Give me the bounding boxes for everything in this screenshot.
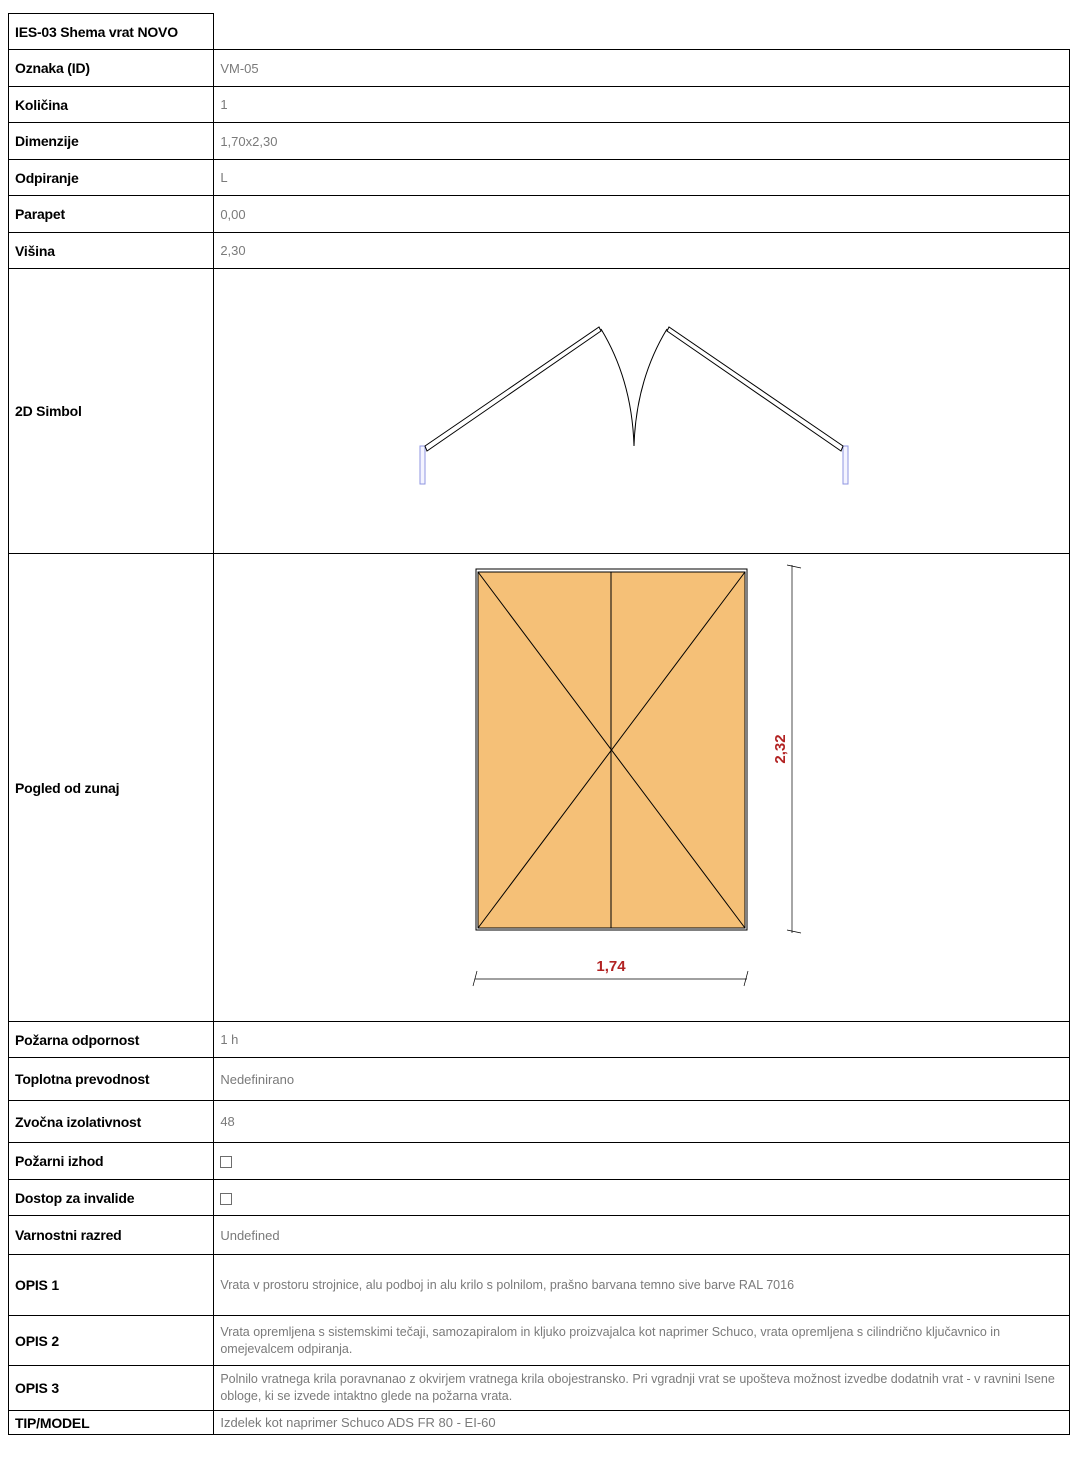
value-varnostni: Undefined — [213, 1215, 1070, 1255]
value-opis1: Vrata v prostoru strojnice, alu podboj i… — [213, 1254, 1070, 1316]
label-opis2: OPIS 2 — [7, 1315, 215, 1366]
right-swing-arc — [633, 328, 668, 446]
label-zvocna: Zvočna izolativnost — [7, 1100, 215, 1143]
value-parapet: 0,00 — [213, 195, 1070, 233]
width-tick-left — [472, 970, 478, 986]
label-odpiranje: Odpiranje — [7, 159, 215, 196]
label-dimenzije: Dimenzije — [7, 122, 215, 160]
sheet-title: IES-03 Shema vrat NOVO — [7, 13, 215, 50]
row-pozarna-odpornost: Požarna odpornost 1 h — [7, 1021, 1070, 1058]
right-door-leaf — [666, 325, 844, 452]
title-empty-cell — [213, 13, 1070, 50]
row-visina: Višina 2,30 — [7, 232, 1070, 269]
elevation-cell: 2,32 1,74 — [213, 553, 1070, 1022]
label-varnostni: Varnostni razred — [7, 1215, 215, 1255]
value-oznaka: VM-05 — [213, 49, 1070, 87]
row-opis2: OPIS 2 Vrata opremljena s sistemskimi te… — [7, 1315, 1070, 1366]
left-door-leaf — [424, 325, 602, 452]
plan-symbol-cell — [213, 268, 1070, 554]
value-invalidi — [213, 1179, 1070, 1216]
value-opis2: Vrata opremljena s sistemskimi tečaji, s… — [213, 1315, 1070, 1366]
door-elevation: 2,32 1,74 — [472, 564, 802, 986]
left-swing-arc — [600, 328, 635, 446]
invalidi-checkbox[interactable] — [220, 1192, 233, 1205]
value-odpiranje: L — [213, 159, 1070, 196]
row-2d-simbol: 2D Simbol — [7, 268, 1070, 554]
row-parapet: Parapet 0,00 — [7, 195, 1070, 233]
height-tick-bottom — [787, 929, 802, 933]
label-pozarni-izhod: Požarni izhod — [7, 1142, 215, 1180]
value-dimenzije: 1,70x2,30 — [213, 122, 1070, 160]
row-zvocna: Zvočna izolativnost 48 — [7, 1100, 1070, 1143]
value-visina: 2,30 — [213, 232, 1070, 269]
left-jamb — [419, 445, 426, 484]
label-invalidi: Dostop za invalide — [7, 1179, 215, 1216]
width-tick-right — [743, 970, 749, 986]
label-visina: Višina — [7, 232, 215, 269]
row-varnostni: Varnostni razred Undefined — [7, 1215, 1070, 1255]
value-tip: Izdelek kot naprimer Schuco ADS FR 80 - … — [213, 1410, 1070, 1435]
value-toplotna: Nedefinirano — [213, 1057, 1070, 1101]
row-opis1: OPIS 1 Vrata v prostoru strojnice, alu p… — [7, 1254, 1070, 1316]
row-pozarni-izhod: Požarni izhod — [7, 1142, 1070, 1180]
row-pogled: Pogled od zunaj 2,32 1,74 — [7, 553, 1070, 1022]
row-odpiranje: Odpiranje L — [7, 159, 1070, 196]
label-opis1: OPIS 1 — [7, 1254, 215, 1316]
right-jamb — [842, 445, 849, 484]
width-dimension: 1,74 — [597, 958, 627, 975]
height-dimension: 2,32 — [772, 734, 789, 763]
value-opis3: Polnilo vratnega krila poravnanao z okvi… — [213, 1365, 1070, 1411]
label-opis3: OPIS 3 — [7, 1365, 215, 1411]
title-row: IES-03 Shema vrat NOVO — [7, 13, 1070, 50]
label-toplotna: Toplotna prevodnost — [7, 1057, 215, 1101]
label-pozarna-odpornost: Požarna odpornost — [7, 1021, 215, 1058]
value-zvocna: 48 — [213, 1100, 1070, 1143]
row-dimenzije: Dimenzije 1,70x2,30 — [7, 122, 1070, 160]
value-pozarna-odpornost: 1 h — [213, 1021, 1070, 1058]
row-tip: TIP/MODEL Izdelek kot naprimer Schuco AD… — [7, 1410, 1070, 1435]
row-toplotna: Toplotna prevodnost Nedefinirano — [7, 1057, 1070, 1101]
door-schedule-sheet: IES-03 Shema vrat NOVO Oznaka (ID) VM-05… — [7, 13, 1070, 1435]
row-invalidi: Dostop za invalide — [7, 1179, 1070, 1216]
label-oznaka: Oznaka (ID) — [7, 49, 215, 87]
label-pogled: Pogled od zunaj — [7, 553, 215, 1022]
row-oznaka: Oznaka (ID) VM-05 — [7, 49, 1070, 87]
row-kolicina: Količina 1 — [7, 86, 1070, 123]
pozarni-izhod-checkbox[interactable] — [220, 1156, 233, 1169]
height-tick-top — [787, 564, 802, 568]
value-pozarni-izhod — [213, 1142, 1070, 1180]
row-opis3: OPIS 3 Polnilo vratnega krila poravnanao… — [7, 1365, 1070, 1411]
label-2d-simbol: 2D Simbol — [7, 268, 215, 554]
door-schedule-table: IES-03 Shema vrat NOVO Oznaka (ID) VM-05… — [7, 13, 1070, 1435]
value-kolicina: 1 — [213, 86, 1070, 123]
diagonal-b — [477, 571, 746, 928]
label-kolicina: Količina — [7, 86, 215, 123]
label-parapet: Parapet — [7, 195, 215, 233]
door-outer-frame — [475, 568, 748, 930]
door-plan-symbol — [419, 325, 849, 484]
label-tip: TIP/MODEL — [7, 1410, 215, 1435]
